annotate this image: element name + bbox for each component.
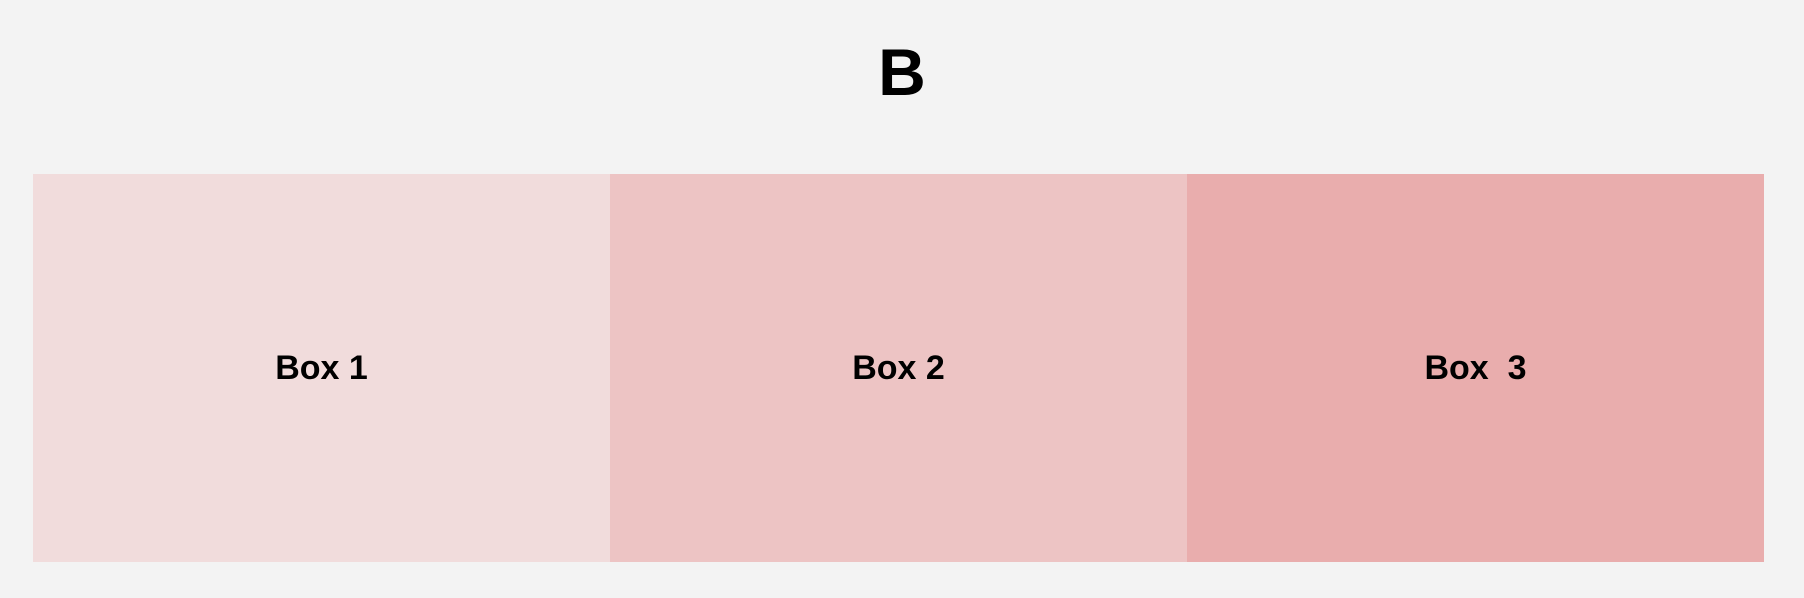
- box-1: Box 1: [33, 174, 610, 562]
- box-3-label: Box 3: [1424, 348, 1527, 387]
- box-1-label: Box 1: [275, 348, 368, 387]
- box-2: Box 2: [610, 174, 1187, 562]
- box-2-label: Box 2: [852, 348, 945, 387]
- diagram-title: B: [878, 35, 926, 109]
- box-row: Box 1 Box 2 Box 3: [33, 174, 1764, 562]
- box-3: Box 3: [1187, 174, 1764, 562]
